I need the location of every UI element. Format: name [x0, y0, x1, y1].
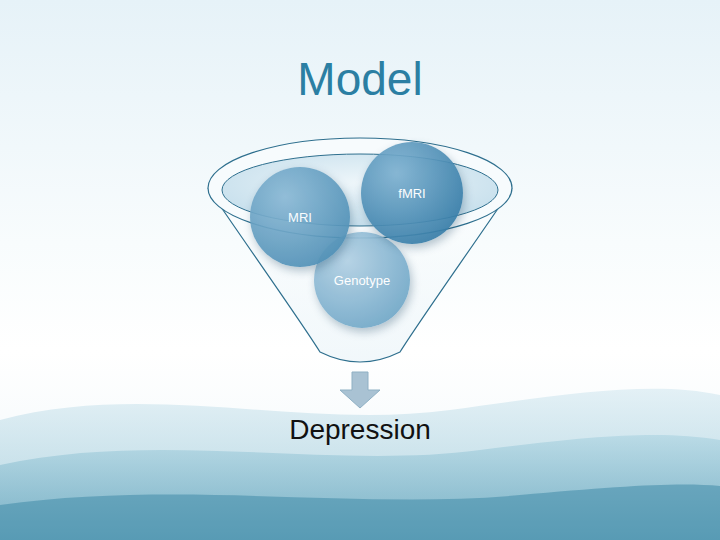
- circle-node: MRI: [250, 167, 350, 267]
- wave-band: [0, 389, 720, 540]
- wave-band: [0, 484, 720, 540]
- circle-node: fMRI: [361, 142, 463, 244]
- node-label: fMRI: [398, 186, 425, 201]
- wave-band: [0, 435, 720, 540]
- slide-title: Model: [0, 52, 720, 106]
- node-label: Genotype: [334, 273, 390, 288]
- down-arrow: [340, 372, 380, 408]
- node-label: MRI: [288, 210, 312, 225]
- outcome-label: Depression: [0, 414, 720, 446]
